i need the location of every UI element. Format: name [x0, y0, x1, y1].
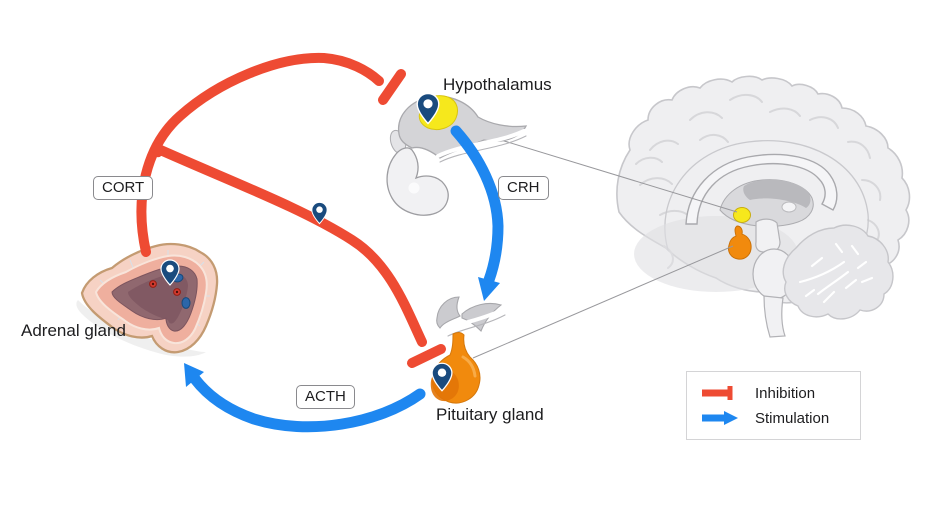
brain-illustration — [616, 75, 911, 338]
hypothalamus-label: Hypothalamus — [443, 75, 552, 94]
brain-callout-line-hypothalamus — [477, 132, 738, 213]
pituitary-left-wing — [436, 296, 461, 329]
pituitary-label: Pituitary gland — [436, 405, 544, 424]
adrenal-medulla-core — [128, 273, 188, 324]
brain-callout-line-pituitary — [472, 245, 734, 359]
inhibition-tbar-pituitary — [407, 344, 446, 368]
acth-stimulation-arrow — [184, 363, 426, 433]
adrenal-label: Adrenal gland — [21, 321, 126, 340]
pituitary-band-edge — [447, 314, 506, 337]
acth-arrowhead — [184, 363, 204, 387]
adrenal-red-cell-center — [151, 282, 155, 286]
crh-arrowhead — [478, 277, 500, 301]
brain-pituitary-spot — [728, 225, 752, 260]
brain-hypothalamus-spot — [733, 207, 751, 223]
crh-stimulation-arrow — [450, 125, 504, 301]
adrenal-blue-cell — [181, 297, 191, 309]
legend-item-inhibition: Inhibition — [700, 384, 847, 402]
crh-arrow-shaft — [450, 125, 504, 286]
corpus-callosum — [685, 153, 838, 225]
inhibition-tbar-hypothalamus — [378, 69, 406, 105]
cort-hormone-tag: CORT — [93, 176, 154, 200]
pituitary-highlight — [461, 355, 477, 378]
medulla — [763, 295, 786, 338]
legend-stimulation-label: Stimulation — [755, 409, 830, 427]
acth-hormone-tag: ACTH — [296, 385, 355, 409]
legend-item-stimulation: Stimulation — [700, 409, 847, 427]
adrenal-red-cell-center — [175, 290, 179, 294]
legend-inhibition-label: Inhibition — [755, 384, 816, 402]
hypothalamus-bulb-highlight — [408, 182, 420, 194]
legend: Inhibition Stimulation — [686, 371, 861, 440]
cort-branch-to-pituitary — [151, 143, 427, 347]
arbor-vitae-lines — [798, 242, 874, 304]
septum-dot — [781, 201, 797, 213]
adrenal-shadow — [76, 300, 206, 357]
thalamus-dark-band — [743, 179, 811, 208]
stimulation-arrow-icon — [702, 411, 738, 425]
adrenal-gland-illustration — [76, 242, 219, 357]
hypothalamus-white-band — [436, 129, 526, 158]
hypothalamus-stalk-bulb — [386, 147, 449, 216]
hypothalamus-band-edge — [439, 135, 527, 163]
midbrain — [755, 218, 781, 253]
cerebellum — [782, 224, 894, 320]
crh-hormone-tag: CRH — [498, 176, 549, 200]
pituitary-white-band — [444, 308, 504, 332]
inhibition-tbar-icon — [702, 386, 733, 400]
acth-arrow-shaft — [189, 373, 426, 433]
